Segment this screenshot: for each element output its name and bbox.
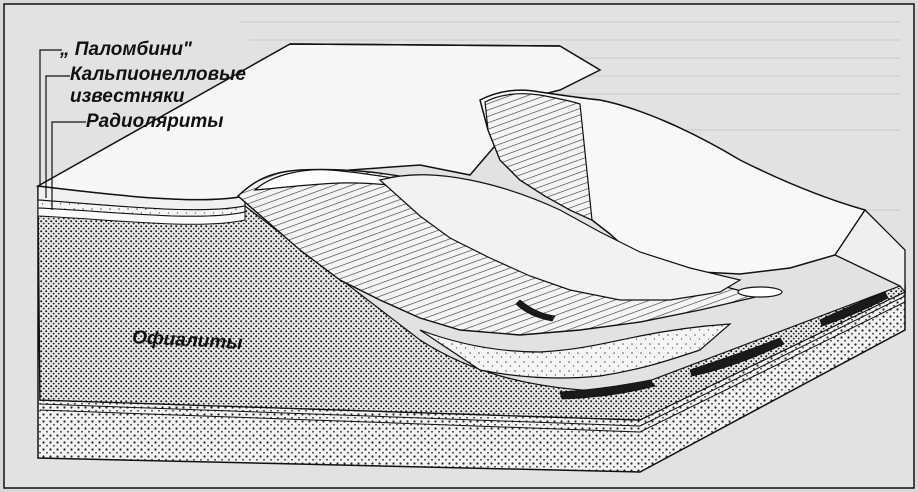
- label-palombini: „ Паломбини": [60, 39, 192, 61]
- label-radiolarites: Радиоляриты: [86, 111, 224, 133]
- label-calpionella-2: известняки: [70, 86, 184, 108]
- label-calpionella-1: Кальпионелловые: [70, 64, 246, 86]
- lens-feature: [738, 287, 782, 297]
